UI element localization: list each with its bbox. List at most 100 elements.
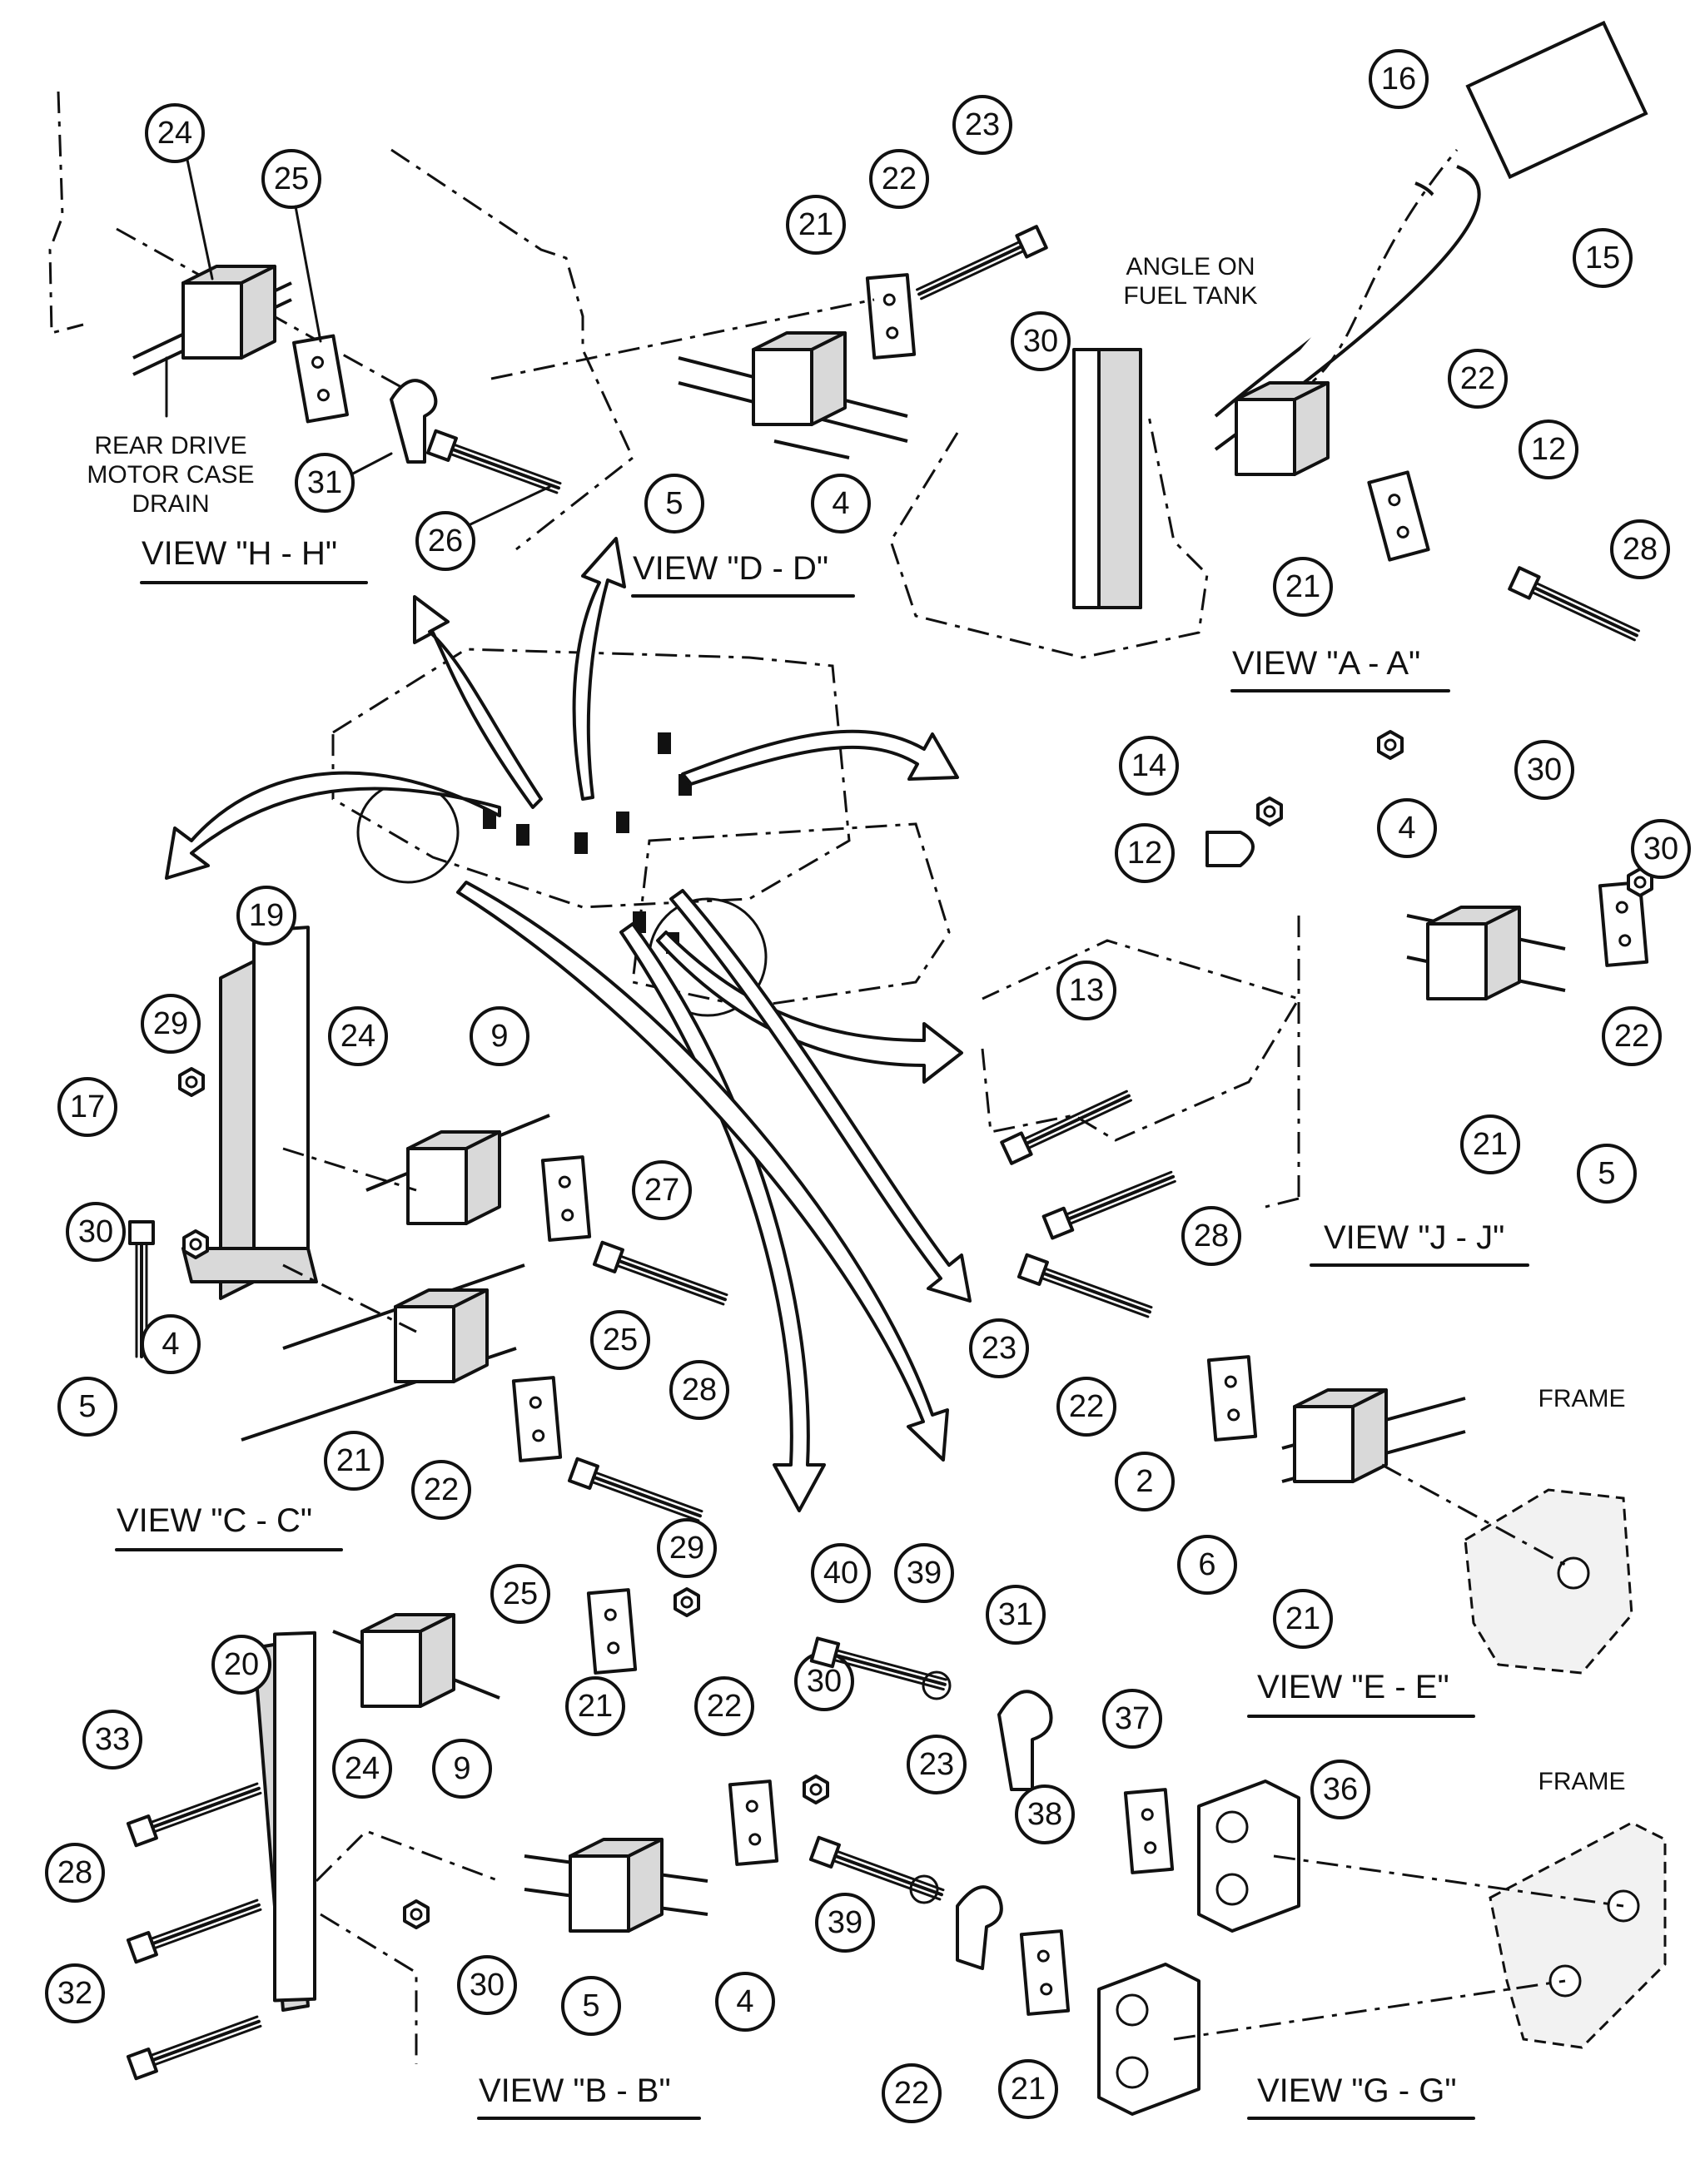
svg-text:21: 21 [1285, 1601, 1320, 1636]
svg-text:5: 5 [78, 1389, 96, 1424]
p-clip-icon [997, 1690, 1053, 1791]
svg-text:28: 28 [1623, 532, 1658, 567]
note-line-3: DRAIN [132, 490, 209, 518]
callout-balloon: 21 [1460, 1114, 1520, 1174]
view-g-g: FRAME VIEW "G - G" 40 39 31 37 23 36 38 … [808, 1543, 1667, 2123]
callout-balloon: 39 [894, 1543, 954, 1603]
callout-balloon: 28 [1610, 519, 1670, 579]
view-arrow-icon [413, 595, 543, 809]
svg-text:22: 22 [882, 161, 917, 196]
svg-text:24: 24 [345, 1751, 380, 1786]
callout-balloon: 5 [561, 1976, 621, 2036]
svg-text:22: 22 [1460, 361, 1495, 396]
callout-balloon: 40 [811, 1543, 871, 1603]
machine-overview [165, 537, 972, 1512]
callout-balloon: 15 [1573, 228, 1633, 288]
note-line-2: MOTOR CASE [87, 461, 254, 489]
view-title: VIEW "G - G" [1257, 2072, 1457, 2109]
svg-text:2: 2 [1136, 1464, 1153, 1499]
note-line-2: FUEL TANK [1123, 282, 1257, 310]
svg-text:9: 9 [490, 1019, 508, 1054]
callout-balloon: 5 [644, 474, 704, 534]
view-arrow-icon [681, 729, 959, 786]
svg-text:5: 5 [665, 486, 683, 521]
svg-text:20: 20 [224, 1647, 259, 1682]
callout-balloon: 25 [590, 1310, 650, 1370]
callout-balloon: 22 [882, 2063, 942, 2123]
callout-balloon: 22 [411, 1460, 471, 1520]
callout-balloon: 21 [324, 1431, 384, 1491]
view-b-b: VIEW "B - B" 29 25 20 21 22 30 33 24 9 2… [45, 1518, 854, 2120]
callout-balloon: 5 [1577, 1144, 1637, 1204]
callout-balloon: 14 [1119, 736, 1179, 796]
callout-balloon: 25 [261, 149, 321, 209]
callout-balloon: 22 [869, 149, 929, 209]
svg-text:25: 25 [274, 161, 309, 196]
callout-balloon: 30 [1631, 819, 1691, 879]
callout-balloon: 12 [1519, 419, 1578, 479]
callout-balloon: 17 [57, 1077, 117, 1137]
callout-balloon: 21 [998, 2059, 1058, 2119]
callout-balloon: 29 [141, 994, 201, 1054]
callout-balloon: 36 [1310, 1760, 1370, 1819]
svg-text:38: 38 [1027, 1797, 1062, 1832]
svg-text:16: 16 [1381, 62, 1416, 97]
callout-balloon: 22 [1448, 349, 1508, 409]
svg-text:30: 30 [807, 1664, 842, 1699]
svg-text:5: 5 [1598, 1156, 1615, 1191]
callout-balloon: 22 [694, 1676, 754, 1736]
view-arrow-icon [572, 537, 626, 801]
note-line-1: FRAME [1538, 1385, 1626, 1412]
svg-text:22: 22 [707, 1689, 742, 1724]
svg-text:12: 12 [1127, 836, 1162, 871]
note-line-1: REAR DRIVE [94, 432, 246, 459]
svg-text:30: 30 [1643, 831, 1678, 866]
svg-text:30: 30 [78, 1214, 113, 1249]
svg-text:39: 39 [907, 1556, 942, 1591]
callout-balloon: 21 [786, 195, 846, 255]
note-line-1: ANGLE ON [1126, 253, 1255, 280]
callout-balloon: 24 [145, 103, 205, 163]
p-clip-icon [956, 1885, 1003, 1970]
callout-balloon: 2 [1115, 1452, 1175, 1511]
svg-text:30: 30 [470, 1968, 505, 2003]
svg-text:5: 5 [582, 1988, 599, 2023]
callout-balloon: 23 [969, 1318, 1029, 1378]
svg-text:21: 21 [1473, 1127, 1508, 1162]
callout-balloon: 29 [657, 1518, 717, 1578]
svg-text:25: 25 [503, 1576, 538, 1611]
callout-balloon: 21 [1273, 1589, 1333, 1649]
svg-text:13: 13 [1069, 973, 1104, 1008]
svg-text:4: 4 [1398, 811, 1415, 846]
view-title: VIEW "A - A" [1232, 645, 1420, 682]
svg-text:30: 30 [1023, 324, 1058, 359]
callout-balloon: 32 [45, 1963, 105, 2023]
svg-text:19: 19 [249, 898, 284, 933]
callout-balloon: 4 [715, 1972, 775, 2032]
callout-balloon: 24 [332, 1739, 392, 1799]
svg-text:21: 21 [1011, 2072, 1046, 2107]
callout-balloon: 20 [211, 1635, 271, 1695]
callout-balloon: 30 [457, 1955, 517, 2015]
callout-balloon: 33 [82, 1710, 142, 1770]
callout-balloon: 22 [1056, 1377, 1116, 1437]
callout-balloon: 23 [907, 1735, 967, 1794]
p-clip-icon [390, 379, 438, 464]
view-title: VIEW "B - B" [479, 2072, 671, 2109]
svg-text:6: 6 [1198, 1547, 1215, 1582]
svg-text:22: 22 [894, 2076, 929, 2111]
callout-balloon: 6 [1177, 1535, 1237, 1595]
callout-balloon: 26 [415, 511, 475, 571]
callout-balloon: 28 [1181, 1206, 1241, 1266]
view-arrow-icon [165, 771, 501, 880]
callout-balloon: 28 [669, 1360, 729, 1420]
svg-text:12: 12 [1531, 432, 1566, 467]
svg-text:17: 17 [70, 1090, 105, 1124]
svg-text:22: 22 [1069, 1389, 1104, 1424]
svg-text:28: 28 [682, 1372, 717, 1407]
svg-text:24: 24 [341, 1019, 375, 1054]
callout-balloon: 31 [295, 453, 355, 513]
view-title: VIEW "H - H" [142, 535, 337, 572]
callout-balloon: 37 [1102, 1689, 1162, 1749]
svg-text:4: 4 [736, 1984, 753, 2019]
